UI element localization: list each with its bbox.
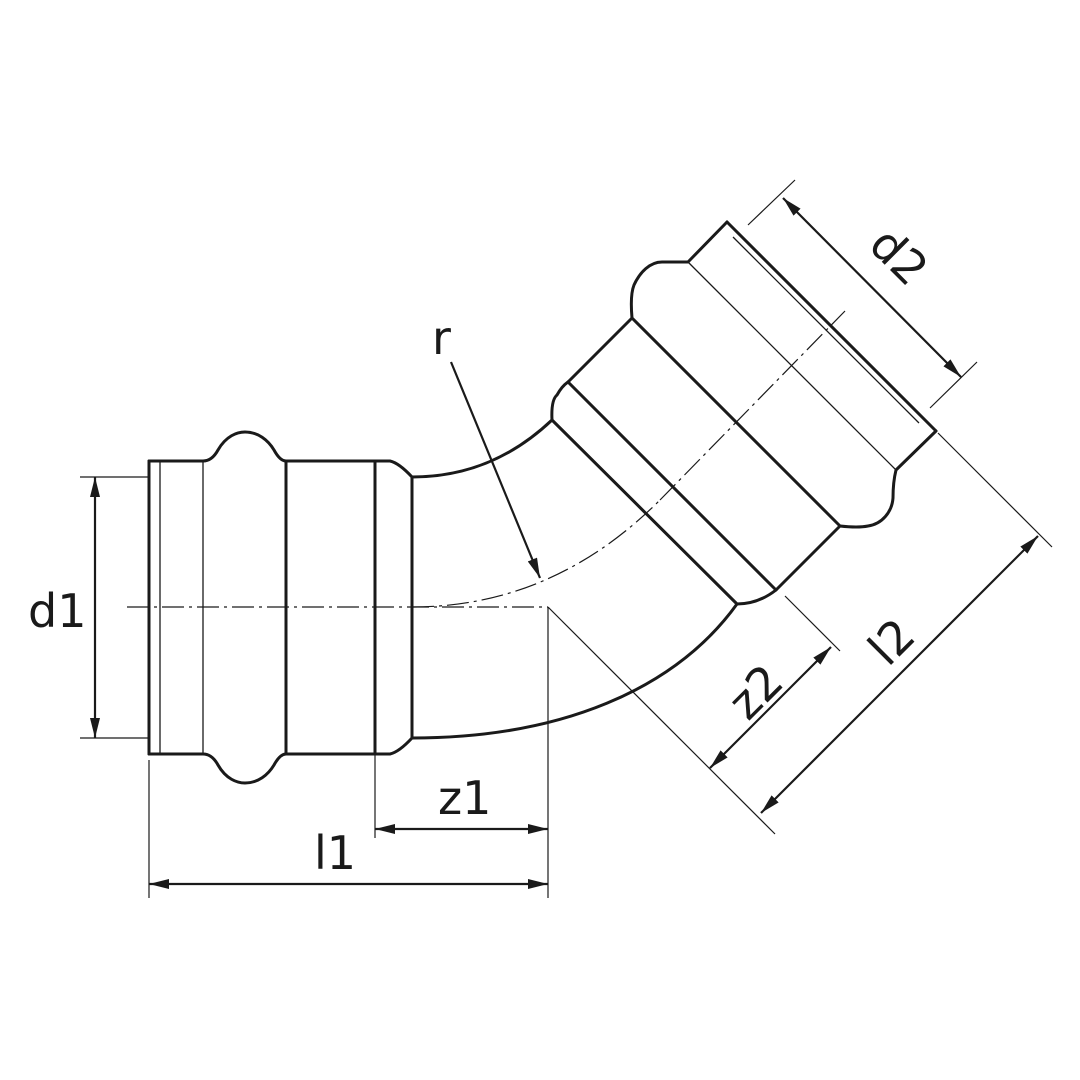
right-lower-profile [735,429,938,606]
z2-ext-end [784,595,841,652]
l1-label: l1 [314,826,356,880]
dimension-l1: l1 [148,760,548,898]
d2-ext-top [747,179,796,226]
l2-ext-end [937,432,1053,548]
l2-dimension-line [760,535,1039,814]
left-bottom-profile [147,736,414,785]
z2-label: z2 [718,654,794,730]
dimension-z1: z1 [374,607,549,898]
l2-label: l2 [858,608,926,676]
inner-bend-arc [410,418,554,479]
d1-label: d1 [28,584,86,638]
angled-centerline [659,310,846,501]
radius-leader: r [432,311,542,579]
d2-dimension-line [782,197,962,378]
dimension-d2: d2 [747,179,978,409]
r-leader-line [449,361,542,579]
dimension-z2: z2 [547,595,841,835]
center-lines [127,310,846,608]
right-body-start [550,418,739,606]
bend-centerline-arc [411,499,661,608]
z2-ext-start [547,606,776,835]
bend-body [410,418,739,740]
left-top-profile [147,430,414,479]
r-label: r [432,311,451,365]
right-socket-stop [566,380,778,592]
right-upper-profile [550,220,729,422]
right-socket [550,220,938,606]
z1-label: z1 [438,771,491,825]
outer-bend-arc [410,602,739,740]
d2-ext-bottom [929,361,978,409]
d2-label: d2 [859,217,939,297]
dimension-d1: d1 [28,476,149,739]
